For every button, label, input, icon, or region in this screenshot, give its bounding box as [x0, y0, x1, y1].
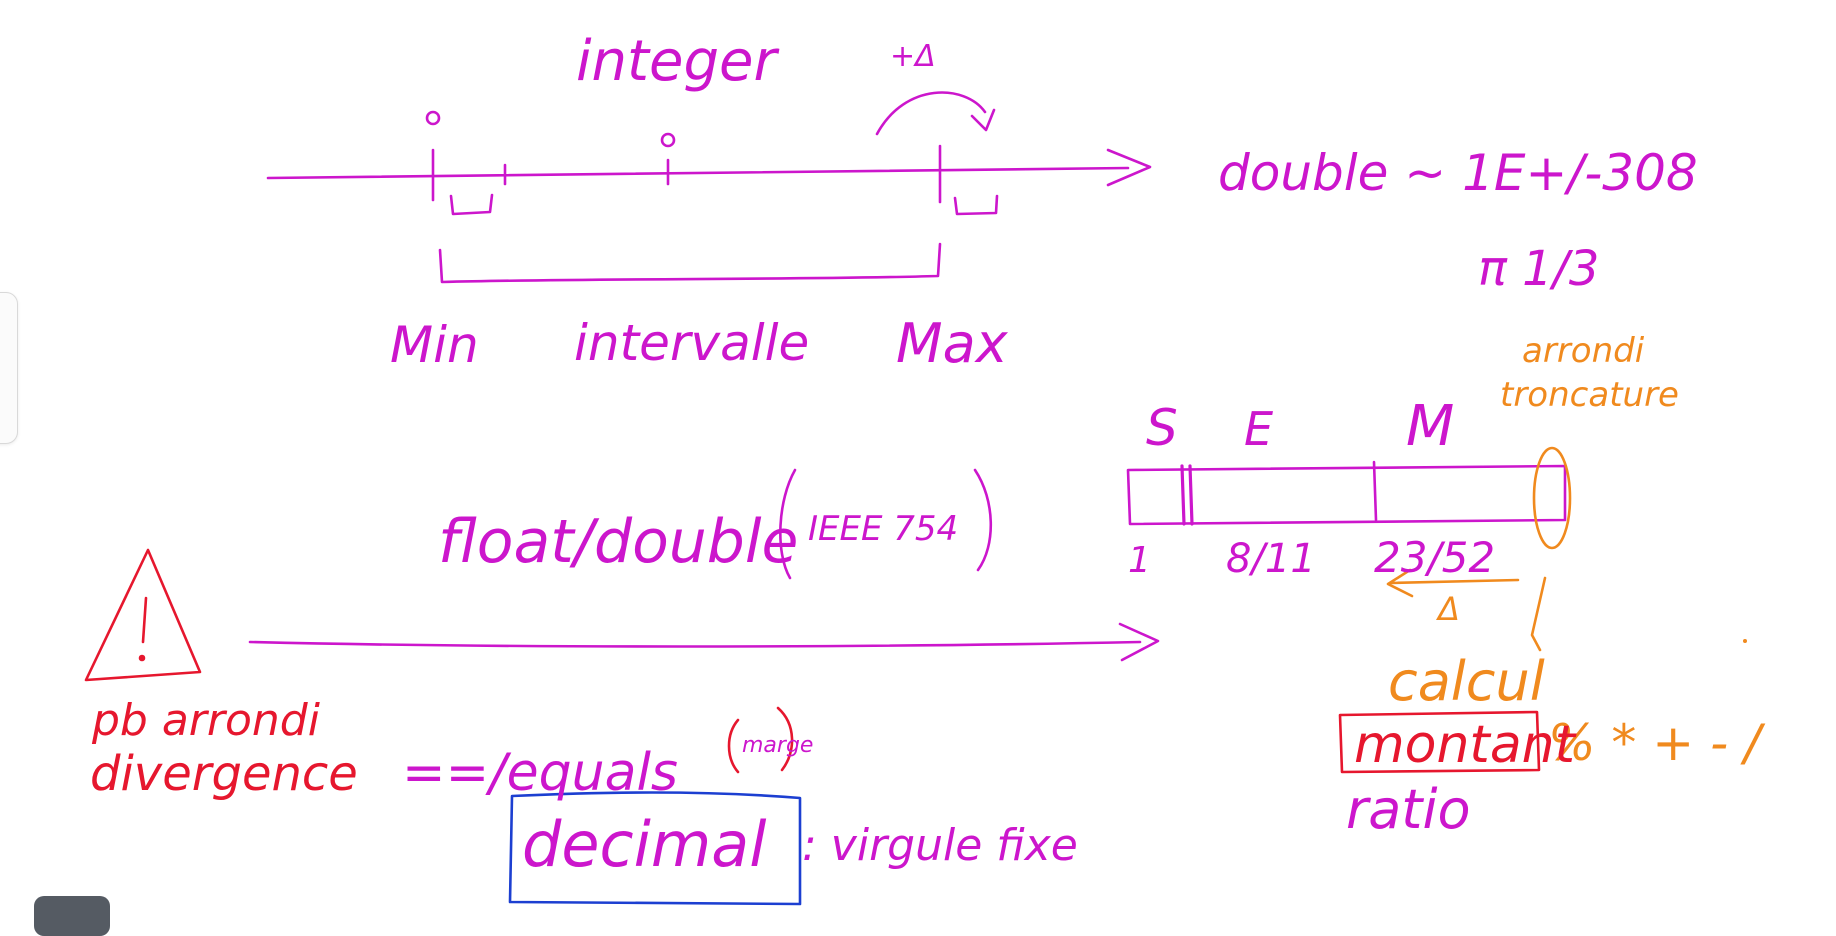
double-range-label: double ~ 1E+/-308 — [1218, 144, 1698, 202]
field-mantissa-label: M — [1406, 394, 1454, 459]
pb-arrondi-label: pb arrondi — [91, 695, 321, 746]
troncature-label: troncature — [1500, 375, 1679, 415]
delta-left-arrow — [1388, 578, 1520, 585]
min-marker-circle — [425, 110, 441, 126]
whiteboard-canvas[interactable]: integer +Δ double ~ 1E+/-308 π 1/3 Min i… — [0, 0, 1836, 912]
close-paren-right — [973, 468, 993, 572]
marge-paren-left — [727, 718, 740, 774]
integer-number-line — [266, 91, 1152, 284]
delta-arc — [875, 91, 987, 136]
min-gap-bracket — [449, 193, 494, 216]
delta-label: Δ — [1435, 590, 1460, 628]
interval-label: intervalle — [574, 314, 809, 372]
marge-paren-right — [776, 706, 794, 772]
float-double-title: float/double — [438, 507, 798, 577]
equals-label: ==/equals — [402, 743, 678, 803]
divergence-label: divergence — [90, 746, 358, 802]
side-panel-tab[interactable] — [0, 292, 18, 444]
max-gap-bracket — [953, 194, 999, 216]
decimal-box — [508, 791, 802, 906]
integer-label: integer — [576, 29, 779, 94]
field-exponent-label: E — [1244, 402, 1273, 456]
bits-mantissa-label: 23/52 — [1374, 533, 1495, 582]
stray-dot — [1743, 639, 1747, 643]
delta-plus-label: +Δ — [890, 39, 936, 74]
bit-layout-box — [1126, 464, 1567, 526]
float-number-line — [248, 468, 1160, 662]
operators-label: % * + - / — [1548, 714, 1766, 772]
ratio-label: ratio — [1346, 778, 1471, 841]
warning-exclamation-dot — [138, 654, 146, 662]
ieee754-label: IEEE 754 — [808, 509, 958, 549]
float-axis-arrowhead — [1118, 622, 1160, 662]
delta-left-arrowhead — [1386, 568, 1414, 598]
integer-axis — [266, 166, 1130, 180]
exponent-mantissa-divider — [1372, 460, 1378, 522]
warning-triangle — [84, 548, 202, 682]
field-sign-label: S — [1146, 399, 1178, 457]
bits-exponent-label: 8/11 — [1226, 536, 1316, 582]
interval-bracket — [438, 242, 942, 284]
open-paren-left — [779, 468, 797, 580]
ieee754-bit-layout — [1126, 460, 1567, 526]
rounding-annotations — [1386, 446, 1572, 652]
fixed-point-label: : virgule fixe — [802, 820, 1078, 871]
integer-axis-arrowhead — [1106, 148, 1152, 187]
decimal-annotation — [508, 791, 802, 906]
decimal-label: decimal — [522, 808, 766, 881]
pi-third-label: π 1/3 — [1478, 241, 1599, 297]
montant-box — [1338, 710, 1541, 774]
warning-annotations — [84, 548, 1541, 774]
calcul-label: calcul — [1388, 650, 1545, 713]
warning-exclamation — [141, 596, 148, 644]
rounding-connector — [1530, 576, 1547, 652]
max-label: Max — [896, 312, 1009, 375]
min-label: Min — [390, 316, 479, 374]
sign-divider — [1180, 464, 1194, 526]
bits-sign-label: 1 — [1128, 540, 1151, 581]
truncation-ellipse — [1532, 446, 1572, 550]
middle-marker-circle — [660, 132, 676, 148]
marge-label: marge — [742, 733, 813, 758]
montant-label: montant — [1354, 715, 1577, 775]
arrondi-label: arrondi — [1522, 331, 1645, 371]
float-axis — [248, 640, 1142, 648]
delta-arc-arrowhead — [970, 108, 996, 132]
